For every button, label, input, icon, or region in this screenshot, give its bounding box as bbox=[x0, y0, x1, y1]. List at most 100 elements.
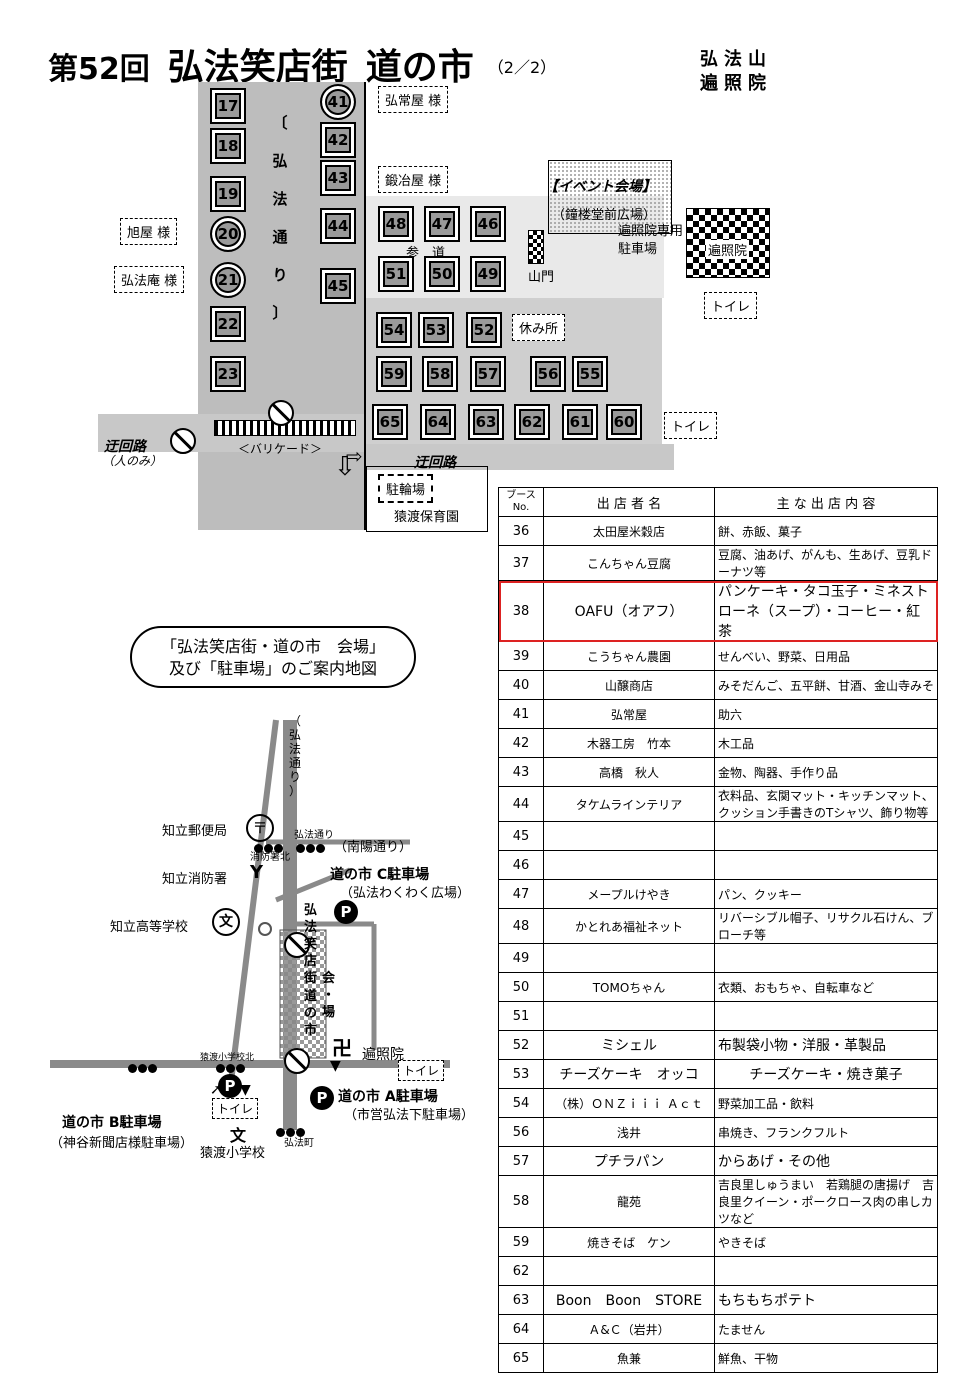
toilet-label-2: トイレ bbox=[664, 412, 718, 439]
cell-no: 53 bbox=[498, 1059, 544, 1089]
area-toilet: トイレ bbox=[398, 1060, 445, 1081]
shop-kajiya: 鍛冶屋 様 bbox=[378, 166, 449, 193]
street-label: 〔 弘 法 通 り 〕 bbox=[272, 114, 288, 322]
booth: 50 bbox=[424, 256, 460, 292]
booth: 63 bbox=[468, 404, 504, 440]
cell-name: 浅井 bbox=[543, 1117, 715, 1147]
cell-items: 衣料品、玄関マット・キッチンマット、クッション手書きのTシャツ、飾り物等 bbox=[714, 786, 938, 822]
cell-items: チーズケーキ・焼き菓子 bbox=[714, 1059, 938, 1089]
cell-no: 47 bbox=[498, 879, 544, 909]
elementary-label: 猿渡小学校 bbox=[200, 1146, 266, 1161]
cell-items bbox=[714, 1001, 938, 1031]
booth: 48 bbox=[378, 206, 414, 242]
cell-no: 58 bbox=[498, 1175, 544, 1228]
cell-items: 布製袋小物・洋服・革製品 bbox=[714, 1030, 938, 1060]
arrow-icon: ➚ bbox=[210, 1082, 222, 1098]
event-title: 【イベント会場】 bbox=[544, 179, 656, 195]
cell-no: 49 bbox=[498, 943, 544, 973]
detour-left: 迂回路 bbox=[104, 439, 146, 455]
no-entry-icon bbox=[268, 400, 294, 426]
cell-no: 43 bbox=[498, 757, 544, 787]
cell-items bbox=[714, 1256, 938, 1286]
cell-name: 焼きそば ケン bbox=[543, 1227, 715, 1257]
arrow-down-icon: ▼ bbox=[330, 1058, 341, 1074]
traffic-signal-icon bbox=[276, 1122, 306, 1137]
cell-name: プチラパン bbox=[543, 1146, 715, 1176]
guide-line1: 「弘法笑店街・道の市 会場」 bbox=[160, 637, 385, 656]
header-name: 出 店 者 名 bbox=[543, 487, 715, 517]
table-row: 51 bbox=[498, 1001, 938, 1031]
fire-station-label: 知立消防署 bbox=[162, 872, 228, 887]
booth: 23 bbox=[210, 356, 246, 392]
cell-name: 魚兼 bbox=[543, 1343, 715, 1373]
cell-items: 餅、赤飯、菓子 bbox=[714, 516, 938, 546]
parking-icon: P bbox=[310, 1086, 334, 1110]
nursery-label: 猿渡保育園 bbox=[394, 510, 460, 525]
cell-items: 鮮魚、干物 bbox=[714, 1343, 938, 1373]
cell-name: こうちゃん農園 bbox=[543, 641, 715, 671]
detour-road-right bbox=[364, 444, 674, 470]
table-row: 46 bbox=[498, 850, 938, 880]
booth: 52 bbox=[466, 312, 502, 348]
cell-name bbox=[543, 1256, 715, 1286]
booth: 60 bbox=[606, 404, 642, 440]
cell-items: 野菜加工品・飲料 bbox=[714, 1088, 938, 1118]
cell-items: 吉良里しゅうまい 若鶏腿の唐揚げ 吉良里クイーン・ポークロース肉の串しカツなど bbox=[714, 1175, 938, 1228]
fire-station-icon: Y bbox=[250, 862, 264, 883]
cell-name: 龍苑 bbox=[543, 1175, 715, 1228]
booth: 53 bbox=[418, 312, 454, 348]
booth: 64 bbox=[420, 404, 456, 440]
parking-icon: P bbox=[334, 900, 358, 924]
cell-no: 63 bbox=[498, 1285, 544, 1315]
cell-no: 48 bbox=[498, 908, 544, 944]
cell-items: 串焼き、フランクフルト bbox=[714, 1117, 938, 1147]
post-office-icon: 〒 bbox=[246, 814, 274, 842]
cell-name bbox=[543, 821, 715, 851]
cell-no: 37 bbox=[498, 545, 544, 581]
traffic-signal-icon bbox=[296, 838, 326, 853]
rest-area: 休み所 bbox=[512, 314, 566, 341]
temple-line2: 遍照院 bbox=[700, 73, 772, 94]
cell-items: たません bbox=[714, 1314, 938, 1344]
cell-items bbox=[714, 943, 938, 973]
booth: 65 bbox=[372, 404, 408, 440]
cell-no: 57 bbox=[498, 1146, 544, 1176]
c-parking-sub: （弘法わくわく広場） bbox=[340, 886, 471, 901]
page-title: 第52回弘法笑店街道の市（2／2） bbox=[48, 38, 556, 90]
kobo-dori-label: 弘法通り bbox=[294, 830, 334, 841]
b-parking-sub: （神谷新聞店様駐車場） bbox=[50, 1136, 194, 1151]
cell-items: パン、クッキー bbox=[714, 879, 938, 909]
cell-name bbox=[543, 850, 715, 880]
booth: 47 bbox=[424, 206, 460, 242]
cell-no: 39 bbox=[498, 641, 544, 671]
booth: 20 bbox=[210, 216, 246, 252]
venue-label-2: 会・場 bbox=[322, 971, 336, 1020]
cell-name: 木器工房 竹本 bbox=[543, 728, 715, 758]
high-school-label: 知立高等学校 bbox=[110, 920, 189, 935]
arrow-down-icon: ⇩ bbox=[334, 452, 356, 482]
table-row: 45 bbox=[498, 821, 938, 851]
cell-items: 金物、陶器、手作り品 bbox=[714, 757, 938, 787]
cell-items: やきそば bbox=[714, 1227, 938, 1257]
henjoin-label: 遍照院 bbox=[706, 240, 750, 259]
booth: 43 bbox=[320, 160, 356, 196]
booth: 18 bbox=[210, 128, 246, 164]
cell-no: 59 bbox=[498, 1227, 544, 1257]
c-parking-label: 道の市 C駐車場 bbox=[330, 867, 430, 883]
booth: 44 bbox=[320, 208, 356, 244]
booth: 61 bbox=[562, 404, 598, 440]
arrow-right-icon: ⇨ bbox=[346, 444, 363, 468]
title-sub: 道の市 bbox=[365, 47, 474, 88]
table-row: 62 bbox=[498, 1256, 938, 1286]
cell-name: 山醸商店 bbox=[543, 670, 715, 700]
area-toilet-2: トイレ bbox=[212, 1098, 259, 1119]
cell-items bbox=[714, 850, 938, 880]
guide-line2: 及び「駐車場」のご案内地図 bbox=[168, 659, 377, 678]
